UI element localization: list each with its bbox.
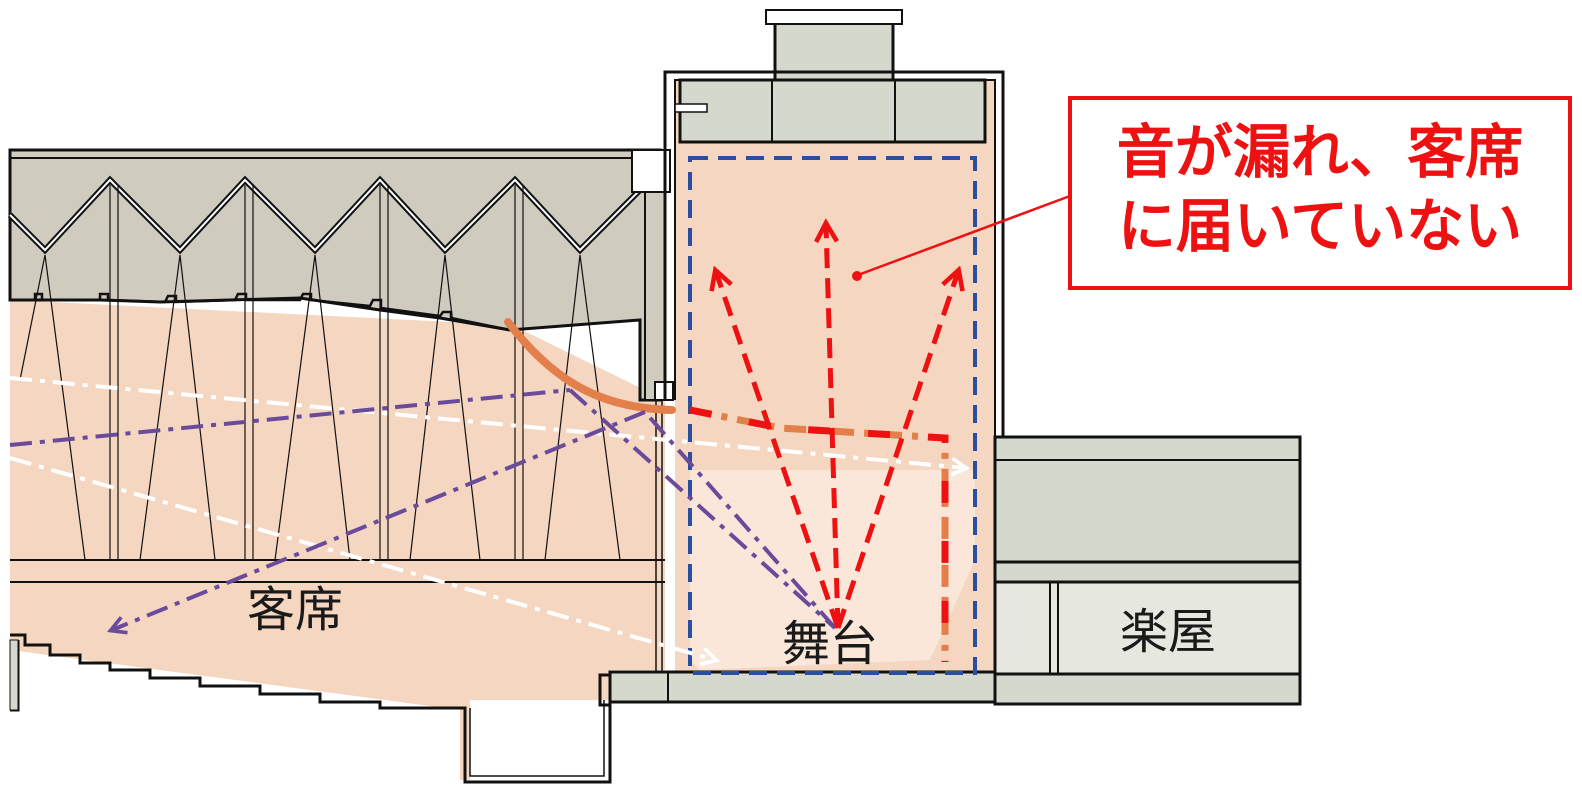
stepped-seating <box>10 633 460 710</box>
audience-label: 客席 <box>247 582 343 638</box>
dressing-room-upper <box>993 435 1302 564</box>
callout-line-2: に届いていない <box>1118 192 1522 260</box>
stage-label: 舞台 <box>782 616 878 672</box>
dressing-room <box>993 580 1302 676</box>
orchestra-shell-reflector <box>504 318 676 414</box>
red-escape-arrows <box>716 225 958 629</box>
callout-anchor-dot <box>852 271 862 281</box>
callout-leader <box>857 194 1071 277</box>
dressing-room-label: 楽屋 <box>1120 604 1216 660</box>
suspension-rods <box>19 185 621 561</box>
callout-box <box>1068 96 1572 290</box>
audience-hall-fill <box>10 300 665 780</box>
white-sound-paths <box>9 376 965 660</box>
fly-tower-outline <box>663 70 1005 700</box>
orchestra-pit <box>460 673 668 784</box>
stage-house-boundary <box>688 156 977 675</box>
stage-light-zone <box>690 470 975 670</box>
purple-sound-paths <box>9 388 837 630</box>
fly-gallery <box>678 78 987 144</box>
acoustic-ceiling <box>10 292 511 332</box>
callout-line-1: 音が漏れ、客席 <box>1117 118 1524 186</box>
